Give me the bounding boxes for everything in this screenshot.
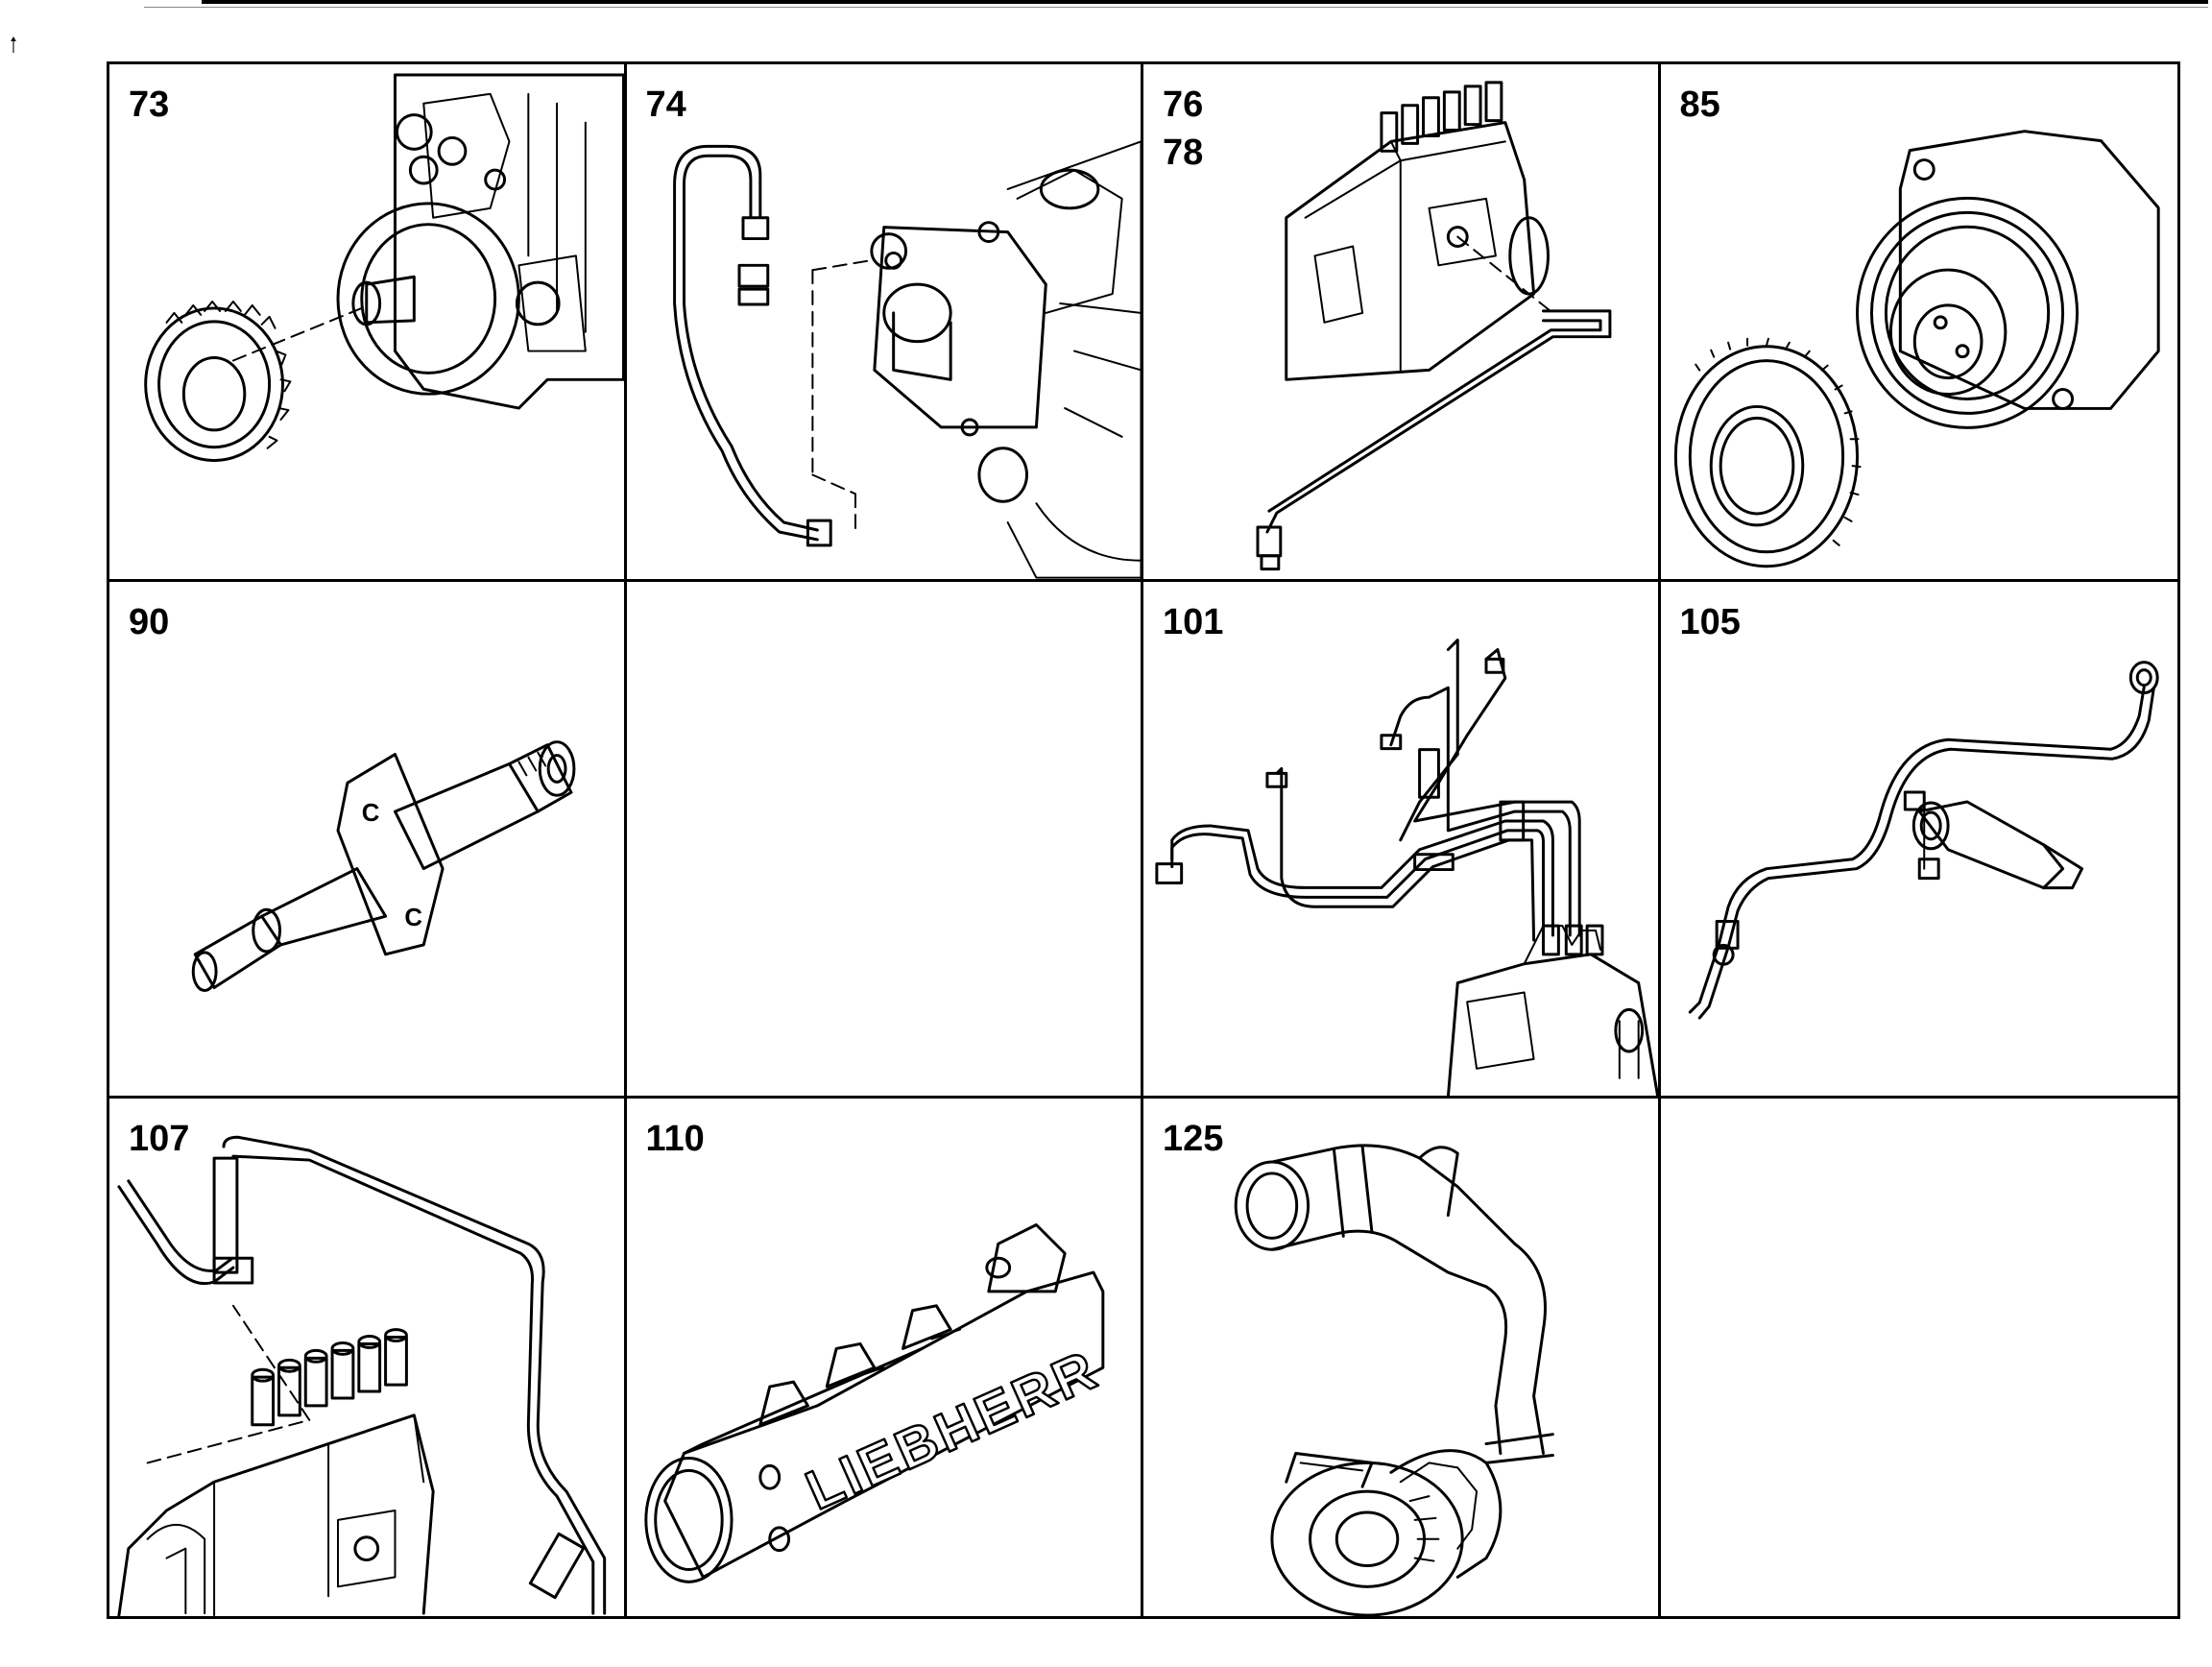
cell-label: 85 xyxy=(1679,85,1720,125)
cell-labels: 76 78 xyxy=(1163,84,1203,174)
cell-107[interactable]: 107 xyxy=(109,1099,627,1616)
cell-labels: 110 xyxy=(646,1118,705,1160)
cell-empty xyxy=(1661,1099,2178,1616)
cell-125[interactable]: 125 xyxy=(1143,1099,1661,1616)
cell-90[interactable]: 90 C C xyxy=(109,581,627,1099)
cell-110[interactable]: 110 LIEBHERR xyxy=(627,1099,1143,1616)
intake-manifold-illustration: LIEBHERR xyxy=(643,1223,1109,1584)
cell-labels: 73 xyxy=(129,84,169,126)
top-rule-thin xyxy=(144,7,2208,8)
cell-label: 107 xyxy=(129,1119,190,1160)
cell-labels: 90 xyxy=(129,601,169,643)
svg-text:C: C xyxy=(362,800,380,827)
cell-label: 76 xyxy=(1163,85,1204,125)
cell-label: 125 xyxy=(1163,1119,1224,1160)
cell-76-78[interactable]: 76 78 xyxy=(1143,64,1661,582)
corner-mark: 🠑 xyxy=(10,33,17,57)
cell-label: 90 xyxy=(129,601,170,642)
oil-line-illustration xyxy=(672,140,1141,579)
cell-labels: 107 xyxy=(129,1118,189,1160)
drive-gear-illustration xyxy=(144,73,624,463)
injection-lines-illustration xyxy=(1155,638,1658,1097)
cell-101[interactable]: 101 xyxy=(1143,581,1661,1099)
cell-85[interactable]: 85 xyxy=(1660,64,2177,582)
top-rule xyxy=(202,0,2208,4)
cell-label: 73 xyxy=(129,85,170,125)
cell-label: 101 xyxy=(1163,601,1224,642)
leak-off-line-illustration xyxy=(1688,660,2159,1020)
cell-labels: 85 xyxy=(1680,84,1720,126)
manifold-lettering: LIEBHERR xyxy=(797,1339,1108,1522)
cell-74[interactable]: 74 xyxy=(626,64,1143,582)
parts-grid: 73 xyxy=(107,61,2180,1619)
cell-label: 74 xyxy=(645,85,686,125)
cell-label: 105 xyxy=(1679,601,1741,642)
cell-label: 110 xyxy=(645,1119,705,1160)
fuel-line-illustration xyxy=(117,1136,607,1616)
pulley-gear-illustration xyxy=(1673,130,2160,568)
cell-73[interactable]: 73 xyxy=(109,64,627,582)
cell-labels: 105 xyxy=(1680,601,1741,643)
turbo-hose-illustration xyxy=(1234,1144,1554,1616)
svg-text:C: C xyxy=(404,905,422,931)
injection-pump-illustration xyxy=(1256,81,1612,571)
cell-labels: 101 xyxy=(1163,601,1223,643)
cell-label: 78 xyxy=(1163,133,1204,173)
cell-labels: 125 xyxy=(1163,1118,1223,1160)
injector-illustration: C C xyxy=(191,739,576,992)
cell-empty xyxy=(626,581,1143,1099)
cell-105[interactable]: 105 xyxy=(1660,582,2177,1099)
cell-labels: 74 xyxy=(646,84,686,126)
